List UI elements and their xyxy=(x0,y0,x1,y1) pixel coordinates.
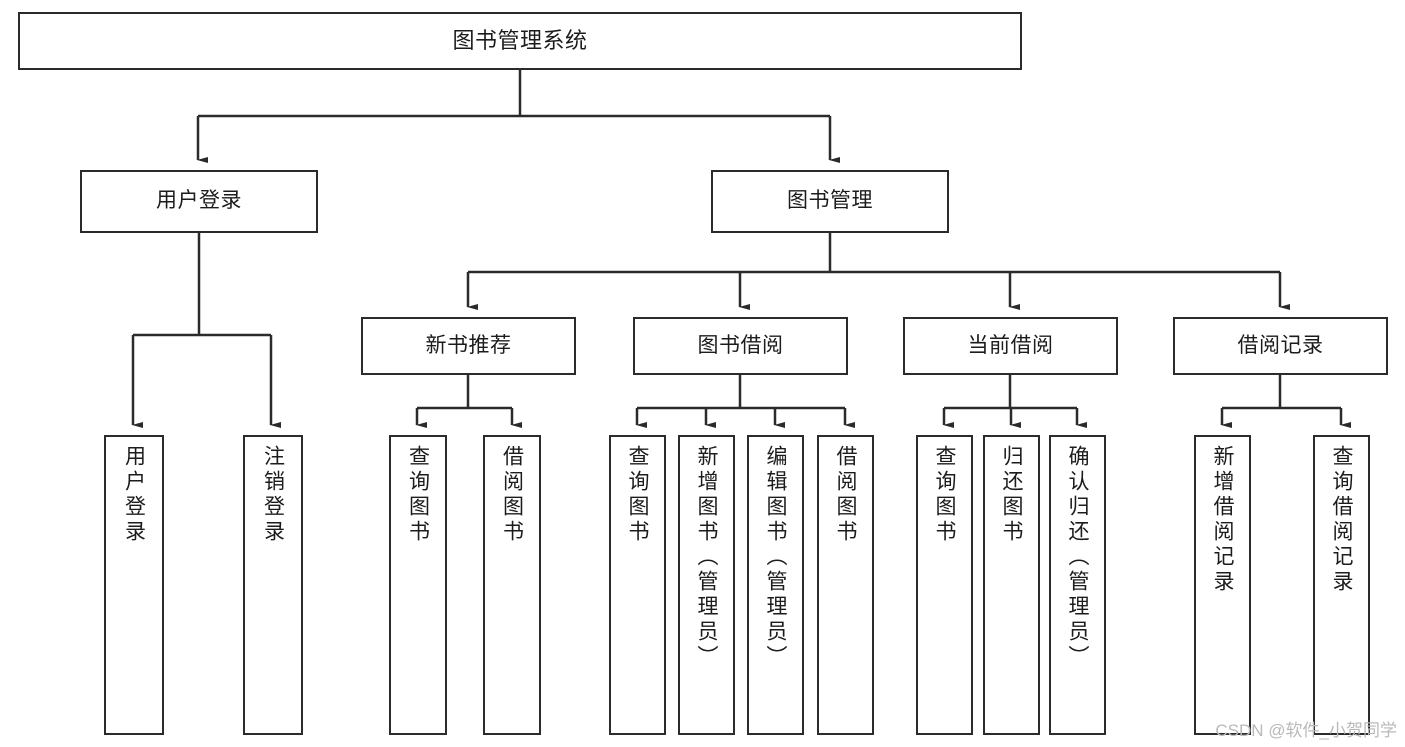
node-label: 用户登录 xyxy=(122,445,146,545)
node-label: 借阅图书 xyxy=(834,445,857,545)
node-label: 查询图书 xyxy=(933,445,956,545)
node-label: 新增图书（管理员） xyxy=(695,445,718,670)
node-current-borrow[interactable]: 当前借阅 xyxy=(903,317,1118,375)
node-label: 图书借阅 xyxy=(697,333,784,357)
leaf-query-book-borrow[interactable]: 查询图书 xyxy=(609,435,666,735)
leaf-query-borrow-record[interactable]: 查询借阅记录 xyxy=(1313,435,1370,735)
node-label: 当前借阅 xyxy=(967,333,1054,357)
node-label: 注销登录 xyxy=(261,445,285,545)
leaf-confirm-return-admin[interactable]: 确认归还（管理员） xyxy=(1049,435,1106,735)
node-label: 借阅图书 xyxy=(500,445,524,545)
leaf-logout[interactable]: 注销登录 xyxy=(243,435,303,735)
node-borrow-record[interactable]: 借阅记录 xyxy=(1173,317,1388,375)
leaf-borrow-book[interactable]: 借阅图书 xyxy=(817,435,874,735)
node-new-book-recommend[interactable]: 新书推荐 xyxy=(361,317,576,375)
leaf-user-login[interactable]: 用户登录 xyxy=(104,435,164,735)
leaf-return-book[interactable]: 归还图书 xyxy=(983,435,1040,735)
node-label: 编辑图书（管理员） xyxy=(764,445,787,670)
node-label: 归还图书 xyxy=(1000,445,1023,545)
leaf-edit-book-admin[interactable]: 编辑图书（管理员） xyxy=(747,435,804,735)
node-book-borrow[interactable]: 图书借阅 xyxy=(633,317,848,375)
node-label: 图书管理系统 xyxy=(452,28,588,54)
node-root-book-management-system[interactable]: 图书管理系统 xyxy=(18,12,1022,70)
node-user-login[interactable]: 用户登录 xyxy=(80,170,318,233)
node-label: 借阅记录 xyxy=(1237,333,1324,357)
node-label: 确认归还（管理员） xyxy=(1066,445,1089,670)
node-label: 查询借阅记录 xyxy=(1330,445,1353,595)
node-label: 新增借阅记录 xyxy=(1211,445,1234,595)
leaf-query-book-current[interactable]: 查询图书 xyxy=(916,435,973,735)
csdn-watermark: CSDN @软件_小贺同学 xyxy=(1215,721,1397,740)
leaf-add-book-admin[interactable]: 新增图书（管理员） xyxy=(678,435,735,735)
node-label: 查询图书 xyxy=(406,445,430,545)
node-label: 用户登录 xyxy=(156,189,242,213)
leaf-add-borrow-record[interactable]: 新增借阅记录 xyxy=(1194,435,1251,735)
leaf-borrow-book-new-recommend[interactable]: 借阅图书 xyxy=(483,435,541,735)
node-label: 查询图书 xyxy=(626,445,649,545)
node-book-management[interactable]: 图书管理 xyxy=(711,170,949,233)
leaf-query-book-new-recommend[interactable]: 查询图书 xyxy=(389,435,447,735)
node-label: 新书推荐 xyxy=(425,333,512,357)
node-label: 图书管理 xyxy=(787,189,873,213)
